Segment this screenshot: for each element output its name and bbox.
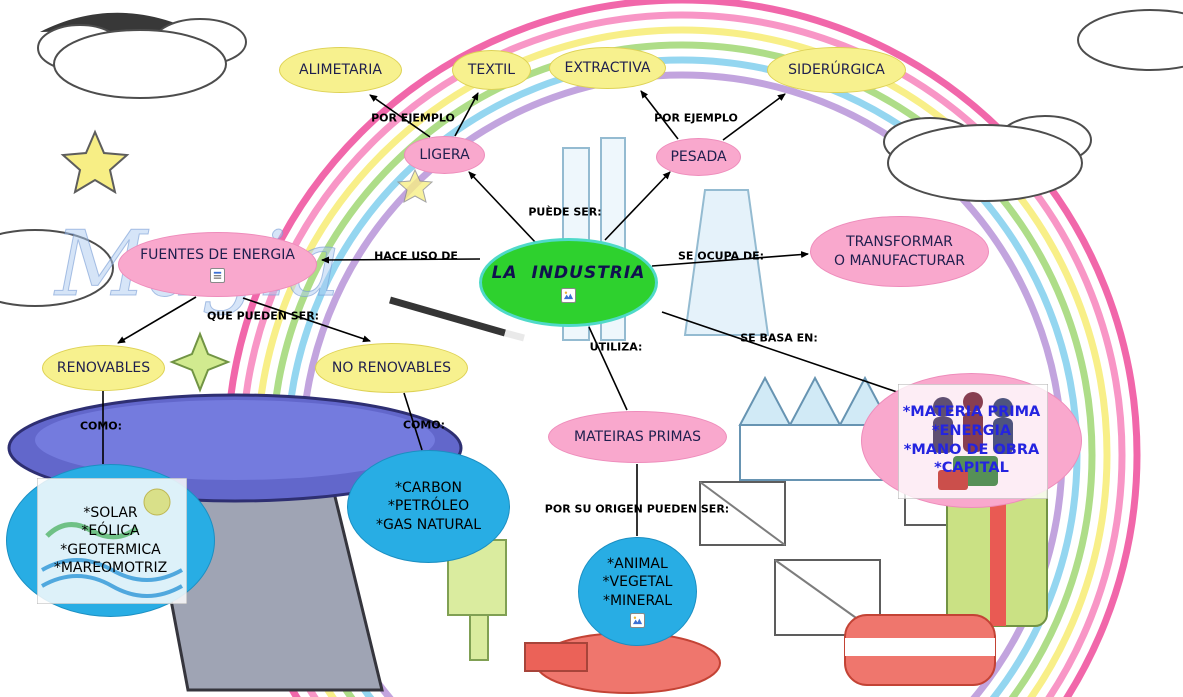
- link-label-como-der: COMO:: [402, 418, 446, 432]
- node-label-line: *PETRÓLEO: [387, 498, 470, 515]
- node-label-line: *ENERGIA: [931, 422, 1012, 439]
- link-label-utiliza: UTILIZA:: [589, 340, 643, 354]
- link-label-por-ejemplo-izq: POR EJEMPLO: [371, 111, 455, 125]
- cloud: [0, 229, 114, 307]
- node-label-line: *GEOTERMICA: [60, 541, 161, 558]
- node-no-renovables[interactable]: NO RENOVABLES: [315, 343, 468, 393]
- node-extractiva[interactable]: EXTRACTIVA: [549, 47, 666, 89]
- node-origen-materias[interactable]: *ANIMAL *VEGETAL *MINERAL: [578, 537, 697, 646]
- node-label-line: *MINERAL: [602, 592, 673, 609]
- node-pesada[interactable]: PESADA: [656, 138, 741, 176]
- resource-icon[interactable]: [210, 267, 225, 283]
- star-icon: [60, 129, 130, 195]
- sparkle-icon: [169, 331, 231, 393]
- people-image: [898, 384, 1048, 499]
- node-label: ALIMETARIA: [299, 61, 382, 78]
- cloud: [1077, 9, 1183, 71]
- node-label: RENOVABLES: [56, 359, 151, 376]
- cloud: [883, 115, 1092, 202]
- star-icon: [396, 168, 434, 203]
- magic-wand-icon: [389, 296, 525, 342]
- node-label-line: *MATERIA PRIMA: [902, 403, 1041, 420]
- resource-icon[interactable]: [630, 612, 645, 628]
- node-label-line: *CARBON: [395, 480, 462, 497]
- node-transformar-o-manufacturar[interactable]: TRANSFORMAR O MANUFACTURAR: [810, 216, 989, 287]
- link-label-puede-ser: PUÈDE SER:: [528, 205, 602, 219]
- node-label-line: *CAPITAL: [934, 460, 1009, 477]
- node-label-line: *EÓLICA: [81, 523, 140, 540]
- node-factores-industria[interactable]: *MATERIA PRIMA *ENERGIA *MANO DE OBRA *C…: [861, 373, 1082, 508]
- node-siderurgica[interactable]: SIDERÚRGICA: [767, 47, 906, 93]
- node-label: SIDERÚRGICA: [788, 61, 885, 78]
- node-label-line: *SOLAR: [83, 505, 138, 522]
- landscape-image: [37, 478, 187, 604]
- node-label: EXTRACTIVA: [564, 59, 651, 76]
- node-label-line: TRANSFORMAR: [846, 234, 953, 251]
- node-label-line: *ANIMAL: [607, 556, 668, 573]
- link-label-se-ocupa-de: SE OCUPA DE:: [677, 249, 765, 263]
- node-ligera[interactable]: LIGERA: [404, 136, 485, 174]
- resource-icon[interactable]: [561, 287, 576, 303]
- link-label-que-pueden-ser: QUE PUEDEN SER:: [206, 309, 320, 323]
- link-label-como-izq: COMO:: [79, 419, 123, 433]
- node-la-industria[interactable]: LA INDUSTRIA: [479, 238, 658, 327]
- node-materias-primas[interactable]: MATEIRAS PRIMAS: [548, 411, 727, 463]
- node-label: LA INDUSTRIA: [491, 263, 646, 284]
- node-label: PESADA: [670, 148, 727, 165]
- node-textil[interactable]: TEXTIL: [452, 50, 531, 90]
- node-label: LIGERA: [419, 146, 470, 163]
- cloud: [37, 18, 247, 99]
- node-tipos-renovables[interactable]: *SOLAR *EÓLICA *GEOTERMICA *MAREOMOTRIZ: [6, 464, 215, 617]
- node-label: FUENTES DE ENERGIA: [140, 247, 295, 264]
- link-label-por-su-origen: POR SU ORIGEN PUEDEN SER:: [544, 502, 730, 516]
- node-fuentes-de-energia[interactable]: FUENTES DE ENERGIA: [118, 232, 317, 297]
- bird-icon: [40, 12, 215, 42]
- node-tipos-no-renovables[interactable]: *CARBON *PETRÓLEO *GAS NATURAL: [347, 450, 510, 563]
- node-label: NO RENOVABLES: [331, 359, 452, 376]
- node-alimetaria[interactable]: ALIMETARIA: [279, 47, 402, 93]
- node-renovables[interactable]: RENOVABLES: [42, 345, 165, 391]
- node-label-line: *MAREOMOTRIZ: [53, 559, 168, 576]
- link-label-hace-uso-de: HACE USO DE: [374, 249, 458, 263]
- node-label: TEXTIL: [467, 61, 516, 78]
- node-label-line: O MANUFACTURAR: [834, 252, 965, 269]
- node-label-line: *MANO DE OBRA: [903, 441, 1040, 458]
- link-label-se-basa-en: SE BASA EN:: [740, 331, 818, 345]
- node-label-line: *VEGETAL: [602, 574, 673, 591]
- link-label-por-ejemplo-der: POR EJEMPLO: [654, 111, 738, 125]
- node-label: MATEIRAS PRIMAS: [573, 428, 701, 445]
- node-label-line: *GAS NATURAL: [375, 516, 482, 533]
